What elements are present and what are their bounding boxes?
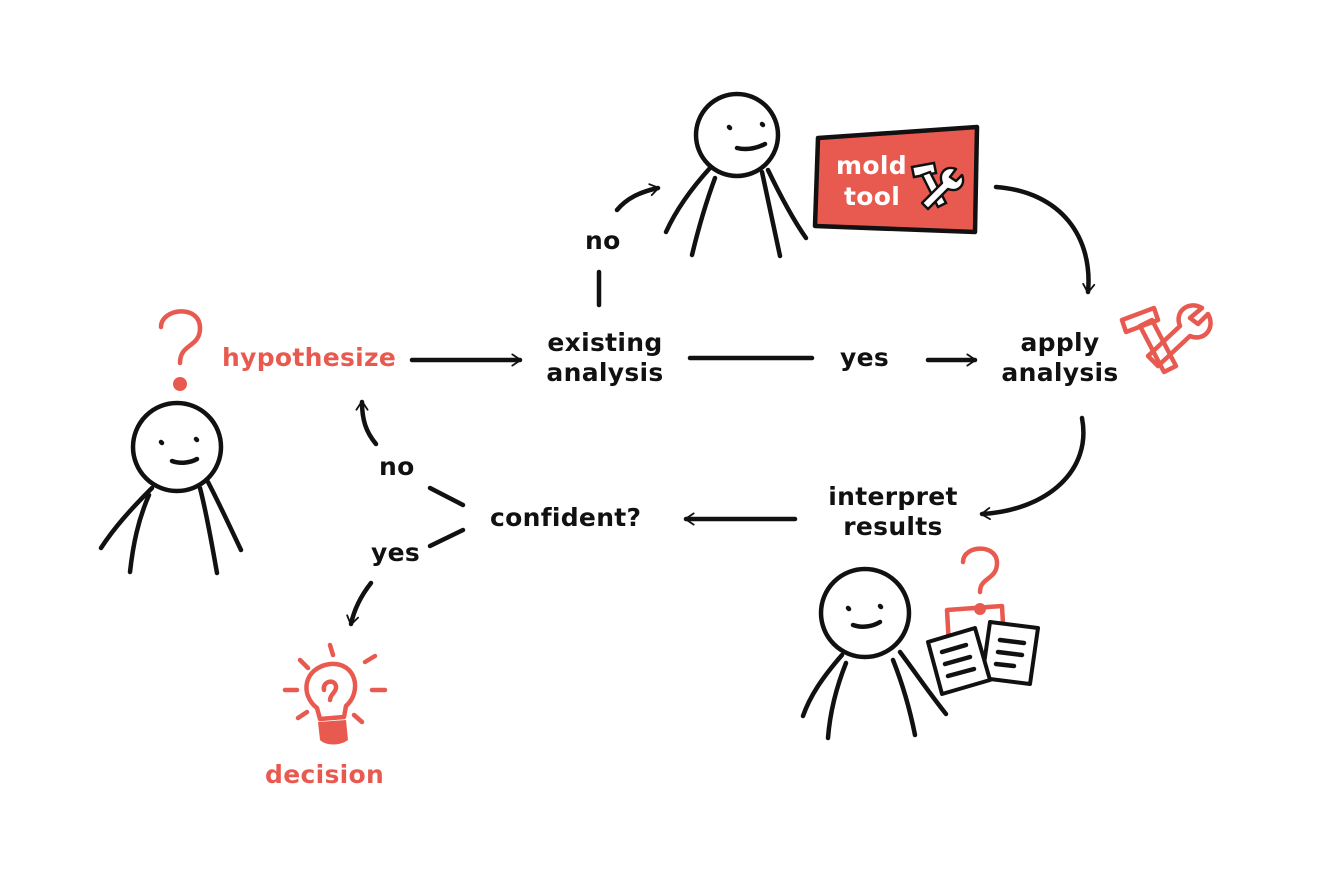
tools-icon — [1119, 303, 1213, 375]
node-mold-tool: mold tool — [836, 150, 907, 212]
arrow-moldtool-to-apply — [993, 184, 1096, 295]
node-apply-analysis: apply analysis — [995, 328, 1125, 388]
node-hypothesize: hypothesize — [222, 343, 397, 372]
node-existing-analysis-line1: existing — [547, 328, 663, 357]
arrow-no-to-person-top — [614, 183, 661, 213]
node-existing-analysis: existing analysis — [540, 328, 670, 388]
arrow-no-to-hypothesize — [355, 399, 379, 447]
edge-label-no: no — [585, 226, 621, 255]
edge-label-no: no — [379, 452, 415, 481]
stick-figure-icon — [663, 91, 809, 259]
node-interpret-results-line2: results — [843, 512, 943, 541]
node-interpret-results-line1: interpret — [828, 482, 958, 511]
arrow-apply-to-interpret — [979, 415, 1086, 521]
lightbulb-icon — [282, 642, 388, 745]
documents-icon — [926, 603, 1040, 696]
tools-icon — [910, 161, 965, 211]
edge-label-yes: yes — [840, 343, 890, 372]
edge-label-yes: yes — [371, 538, 421, 567]
node-apply-analysis-line1: apply — [1020, 328, 1100, 357]
node-mold-tool-line1: mold — [836, 151, 907, 180]
node-decision: decision — [265, 760, 385, 789]
node-existing-analysis-line2: analysis — [546, 358, 664, 387]
stick-figure-icon — [800, 566, 949, 741]
stick-figure-icon — [98, 400, 244, 576]
node-interpret-results: interpret results — [818, 482, 968, 542]
node-confident: confident? — [490, 503, 642, 532]
node-apply-analysis-line2: analysis — [1001, 358, 1119, 387]
node-mold-tool-line2: tool — [844, 182, 901, 211]
arrow-yes-to-decision — [346, 580, 374, 627]
question-mark-icon — [960, 546, 1000, 615]
question-mark-icon — [158, 309, 203, 391]
branch-lines-confident — [427, 485, 466, 549]
